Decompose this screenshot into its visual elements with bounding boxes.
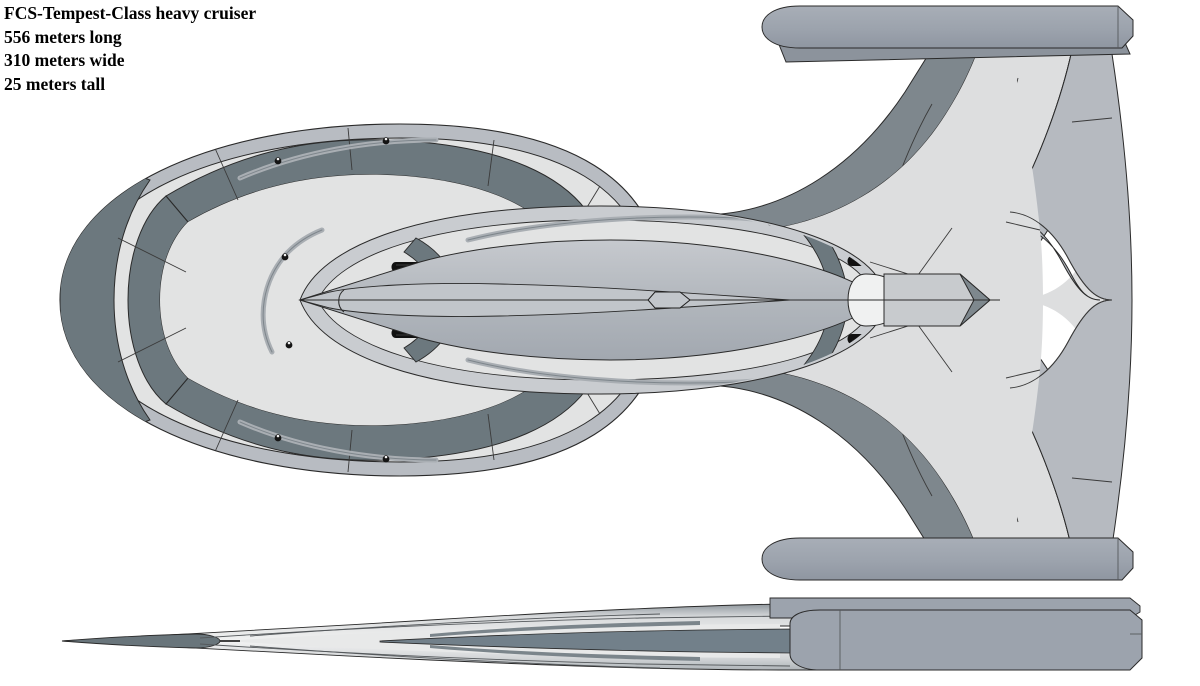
aft-seam-lower (1009, 299, 1113, 389)
deflector-module (847, 273, 991, 327)
saucer-seam-l4 (487, 413, 495, 461)
aft-rim-div-2 (1005, 369, 1041, 379)
saucer-seam-u4 (487, 139, 495, 187)
side-view (61, 597, 1143, 671)
phaser-emitter (281, 253, 289, 261)
saucer-seam-l2 (213, 399, 239, 455)
side-ridge-1 (199, 615, 791, 639)
nacelle-upper-group (761, 5, 1134, 63)
phaser-emitter (274, 434, 282, 442)
nacelle-upper (761, 5, 1134, 49)
bridge-module (647, 291, 691, 309)
side-aft-body (789, 609, 1143, 671)
aft-rim-div-4 (1071, 477, 1113, 483)
aft-rim-div-1 (1005, 221, 1041, 231)
saucer-seam-l1 (117, 327, 187, 363)
side-accent-lower (430, 645, 700, 661)
side-ridge-4 (249, 645, 661, 669)
saucer-seam-u1 (117, 237, 187, 273)
aft-seam-upper (1009, 211, 1113, 301)
phaser-emitter (274, 157, 282, 165)
spine-arc-marker (338, 289, 345, 313)
phaser-strip-inner-upper (260, 227, 325, 355)
nacelle-lower-group (761, 537, 1134, 581)
phaser-strip-outer-lower (237, 419, 439, 463)
aft-rim-div-3 (1071, 117, 1113, 123)
phaser-emitter (285, 341, 293, 349)
phaser-strip-outer-upper (237, 137, 439, 181)
ship-height: 25 meters tall (4, 73, 106, 94)
nacelle-lower (761, 537, 1134, 581)
saucer-seam-u2 (213, 145, 239, 201)
phaser-emitter (382, 137, 390, 145)
side-ridge-3 (249, 613, 661, 637)
side-ridge-2 (199, 643, 791, 667)
ship-length: 556 meters long (4, 26, 122, 47)
ship-width: 310 meters wide (4, 50, 125, 70)
ship-title: FCS-Tempest-Class heavy cruiser (4, 3, 257, 23)
side-accent-upper (430, 621, 700, 637)
central-spine-group (298, 239, 1000, 361)
side-nose-blade (61, 633, 221, 649)
phaser-emitter (382, 455, 390, 463)
spec-block: FCS-Tempest-Class heavy cruiser 556 mete… (4, 2, 256, 96)
